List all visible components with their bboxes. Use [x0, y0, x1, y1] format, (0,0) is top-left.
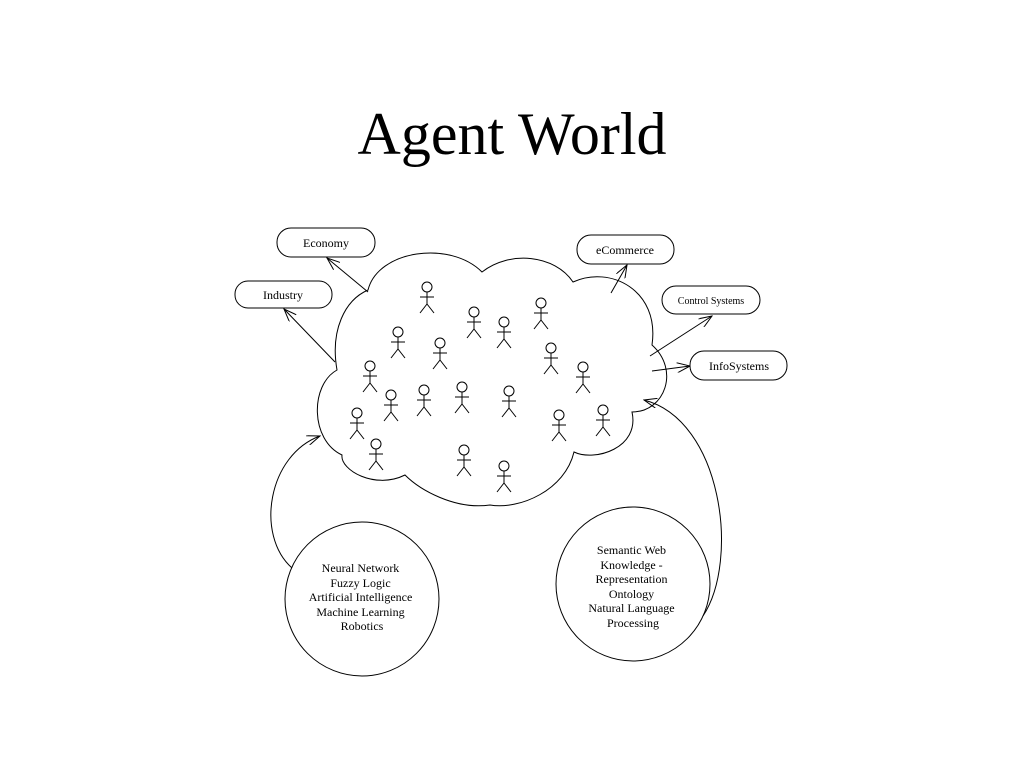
agent-figure: [496, 460, 512, 493]
agent-figure: [368, 438, 384, 471]
agent-figure: [349, 407, 365, 440]
agent-figure: [456, 444, 472, 477]
ecommerce-box: eCommerce: [576, 234, 675, 265]
industry-label: Industry: [263, 288, 303, 302]
arrow-left-circle-to-cloud: [270, 436, 320, 569]
infosystems-box: InfoSystems: [689, 350, 788, 381]
agent-figure: [416, 384, 432, 417]
arrow-to-infosystems: [651, 366, 690, 371]
right-circle-line: Knowledge -: [600, 558, 662, 572]
agent-figure: [432, 337, 448, 370]
arrow-to-control-systems: [649, 316, 712, 357]
left-circle-line: Robotics: [341, 619, 384, 633]
left-circle-line: Machine Learning: [316, 605, 404, 619]
arrow-to-ecommerce: [610, 265, 627, 294]
svg-text:Semantic Web Knowledge -: Semantic Web Knowledge - Representation …: [588, 543, 677, 630]
right-circle-line: Ontology: [609, 587, 654, 601]
agent-figure: [454, 381, 470, 414]
agent-figure: [501, 385, 517, 418]
agent-figure: [383, 389, 399, 422]
ecommerce-label: eCommerce: [596, 243, 654, 257]
arrow-to-economy: [327, 258, 369, 293]
agent-figure: [466, 306, 482, 339]
control-systems-label: Control Systems: [678, 296, 745, 307]
agent-figure: [551, 409, 567, 442]
infosystems-label: InfoSystems: [709, 359, 769, 373]
page-title: Agent World: [357, 101, 667, 167]
arrow-right-circle-to-cloud: [644, 400, 722, 617]
economy-box: Economy: [276, 227, 376, 258]
left-circle-line: Neural Network: [322, 561, 400, 575]
control-systems-box: Control Systems: [661, 285, 761, 315]
right-knowledge-circle: Semantic Web Knowledge - Representation …: [555, 506, 711, 662]
left-circle-line: Artificial Intelligence: [309, 590, 413, 604]
agent-figure: [533, 297, 549, 330]
agent-figure: [595, 404, 611, 437]
agent-figure: [390, 326, 406, 359]
right-circle-line: Representation: [596, 572, 668, 586]
agent-figure: [575, 361, 591, 394]
agent-cloud: [316, 252, 668, 507]
agent-figure: [496, 316, 512, 349]
industry-box: Industry: [234, 280, 333, 309]
left-knowledge-circle: Neural Network Fuzzy Logic Artificial In…: [284, 521, 440, 677]
right-circle-line: Natural Language: [588, 601, 674, 615]
arrow-to-industry: [284, 309, 336, 363]
economy-label: Economy: [303, 236, 349, 250]
right-circle-line: Processing: [607, 616, 659, 630]
agent-figure: [362, 360, 378, 393]
right-circle-line: Semantic Web: [597, 543, 666, 557]
left-circle-line: Fuzzy Logic: [330, 576, 390, 590]
agent-figure: [543, 342, 559, 375]
svg-text:Neural Network Fuzzy Log: Neural Network Fuzzy Logic Artificial In…: [309, 561, 416, 633]
agent-figure: [419, 281, 435, 314]
